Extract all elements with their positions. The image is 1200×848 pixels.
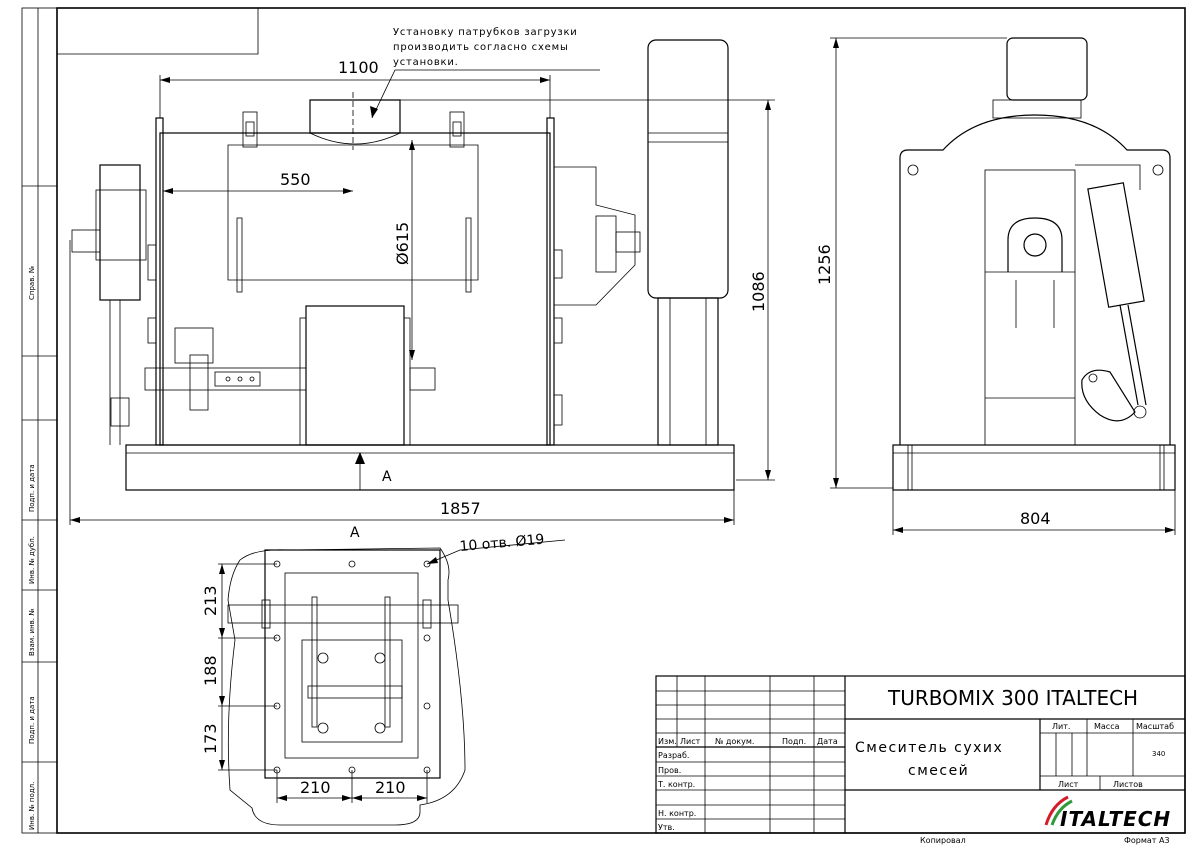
side-stamp-vzam: Взам. инв. № (28, 608, 36, 656)
side-stamp-inv-podl: Инв. № подл. (28, 782, 36, 830)
note-line-3: установки. (393, 57, 459, 68)
side-view (892, 37, 1176, 491)
label-kopiroval: Копировал (920, 836, 966, 845)
row-prov: Пров. (658, 766, 681, 775)
row-nkontr: Н. контр. (658, 809, 696, 818)
dim-550: 550 (280, 170, 311, 189)
dim-804: 804 (1020, 509, 1051, 528)
dim-210-left: 210 (300, 778, 331, 797)
dim-1086: 1086 (749, 271, 768, 312)
side-stamp: Справ. № Подп. и дата Инв. № дубл. Взам.… (21, 7, 58, 834)
header-lit: Лит. (1052, 722, 1070, 731)
dim-1857: 1857 (440, 499, 481, 518)
dim-holes: 10 отв. Ø19 (459, 532, 545, 555)
product-name-line-2: смесей (908, 763, 969, 779)
side-dimensions: 1256 804 (815, 37, 1176, 535)
dim-188: 188 (201, 655, 220, 686)
dim-1256: 1256 (815, 244, 834, 285)
side-stamp-inv-dubl: Инв. № дубл. (28, 536, 36, 584)
label-list: Лист (1058, 780, 1079, 789)
front-dimensions: 1100 550 Ø615 1086 1857 A (69, 58, 775, 541)
dim-210-right: 210 (375, 778, 406, 797)
view-a-dimensions: 10 отв. Ø19 213 188 173 210 210 (201, 532, 566, 803)
dim-213: 213 (201, 585, 220, 616)
header-massa: Масса (1094, 722, 1120, 731)
title-block: TURBOMIX 300 ITALTECH Смеситель сухих см… (655, 675, 1186, 845)
header-masshtab: Масштаб (1136, 722, 1174, 731)
note-line-2: производить согласно схемы (393, 42, 569, 53)
col-podp: Подп. (782, 737, 806, 746)
col-izm: Изм. (658, 737, 677, 746)
col-ndok: № докум. (715, 737, 754, 746)
product-designation: TURBOMIX 300 ITALTECH (887, 686, 1138, 710)
logo-text: ITALTECH (1060, 807, 1171, 831)
view-a-arrow-label: A (382, 469, 392, 485)
label-listov: Листов (1113, 780, 1143, 789)
side-stamp-podp1: Подп. и дата (28, 464, 36, 512)
installation-note: Установку патрубков загрузки производить… (370, 27, 600, 119)
side-stamp-sprav: Справ. № (28, 266, 36, 300)
col-data: Дата (817, 737, 838, 746)
row-utv: Утв. (658, 823, 675, 832)
italtech-logo: ITALTECH (1044, 795, 1171, 831)
side-stamp-podp2: Подп. и дата (28, 696, 36, 744)
product-name-line-1: Смеситель сухих (855, 740, 1003, 756)
mass-value: 340 (1152, 750, 1165, 758)
row-tkontr: Т. контр. (657, 780, 695, 789)
front-view: A (71, 39, 735, 491)
note-line-1: Установку патрубков загрузки (393, 27, 578, 38)
dim-1100: 1100 (338, 58, 379, 77)
view-a-label: A (350, 525, 360, 541)
dim-173: 173 (201, 723, 220, 754)
col-list: Лист (680, 737, 701, 746)
row-razrab: Разраб. (658, 751, 689, 760)
view-a-plan (227, 547, 466, 826)
label-format: Формат А3 (1124, 836, 1170, 845)
dim-diam-615: Ø615 (393, 222, 412, 265)
